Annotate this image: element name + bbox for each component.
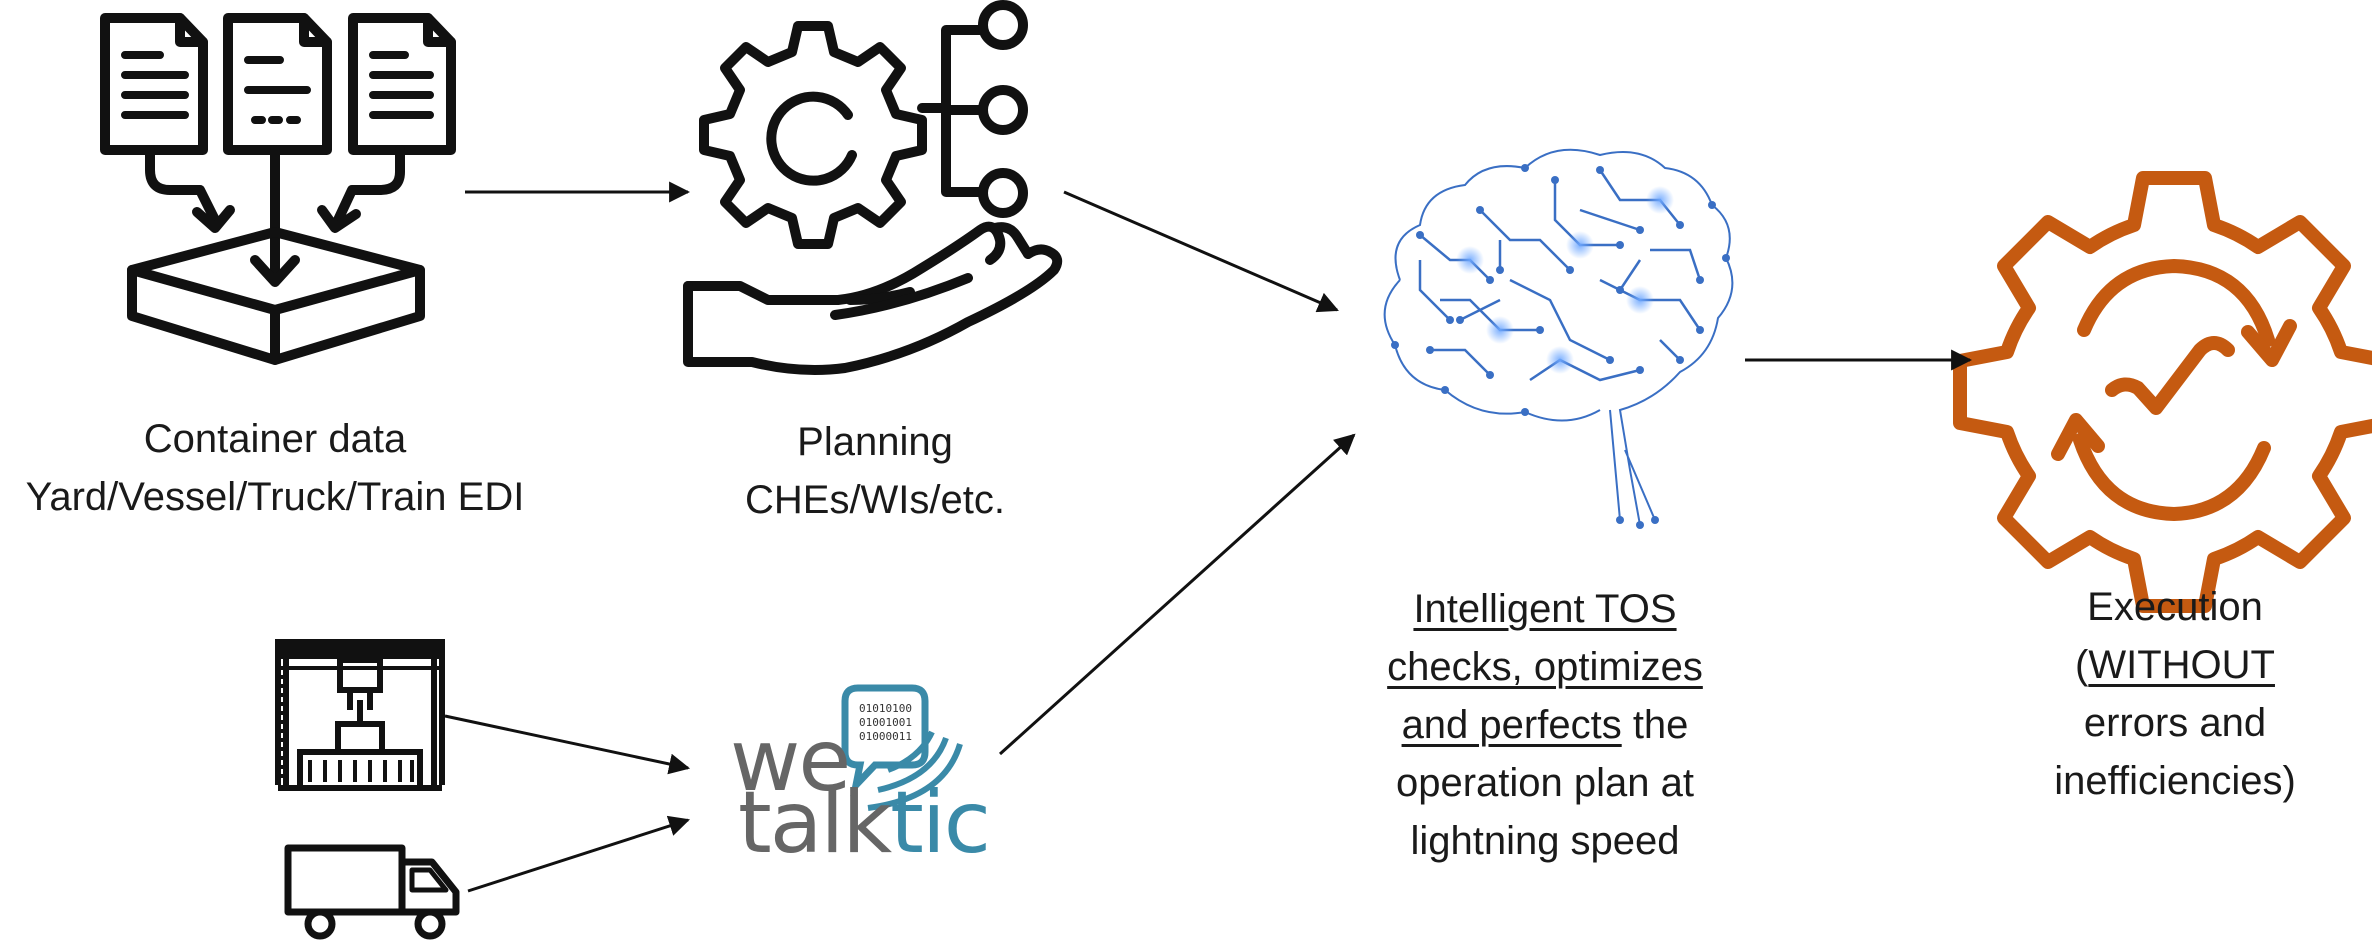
tos-line-3: and perfects the [1365,696,1725,754]
flow-arrows [444,181,1973,893]
wetalktic-logo: we [730,718,851,804]
logo-we: we [730,711,851,811]
truck-icon [284,844,460,940]
execution-line-1: Execution [2087,585,2263,629]
wetalktic-bubble-icon: 01010100 01001001 01000011 [841,684,963,811]
planning-label: Planning CHEs/WIs/etc. [725,413,1025,529]
crane-icon [275,639,445,791]
tos-line-3-rest: the [1621,703,1689,747]
execution-label: Execution (WITHOUT errors and inefficien… [2030,578,2320,810]
planning-subtitle: CHEs/WIs/etc. [744,478,1006,522]
container-subtitle: Yard/Vessel/Truck/Train EDI [25,475,525,519]
arrow-truck-to-wetalktic [467,815,690,893]
intelligent-tos-label: Intelligent TOS checks, optimizes and pe… [1365,580,1725,870]
gear-check-icon [1953,171,2372,613]
wetalktic-logo-line2: talktic [738,780,991,866]
container-title: Container data [143,417,407,461]
binary-line-1: 01010100 [859,702,912,715]
brain-circuit-icon [1383,148,1734,529]
logo-talk: talk [738,773,892,873]
logo-tic: tic [890,773,991,873]
gear-hand-network-icon [683,0,1063,375]
arrow-crane-to-wetalktic [444,714,691,775]
planning-title: Planning [797,420,953,464]
binary-line-3: 01000011 [859,730,912,743]
arrow-wetalktic-to-tos [998,433,1356,756]
tos-line-4: operation plan at [1395,761,1694,805]
execution-line-4: inefficiencies) [2054,759,2296,803]
tos-line-5: lightning speed [1410,819,1680,863]
tos-line-2: checks, optimizes [1387,645,1703,689]
execution-without: WITHOUT [2088,643,2275,687]
tos-line-1: Intelligent TOS [1413,587,1677,631]
execution-line-2: (WITHOUT [2030,636,2320,694]
container-data-label: Container data Yard/Vessel/Truck/Train E… [0,410,550,526]
documents-to-box-icon [100,13,456,365]
execution-paren: ( [2075,643,2089,687]
binary-line-2: 01001001 [859,716,912,729]
arrow-planning-to-tos [1063,190,1339,313]
execution-line-3: errors and [2083,701,2267,745]
tos-line-3-underlined: and perfects [1401,703,1622,747]
